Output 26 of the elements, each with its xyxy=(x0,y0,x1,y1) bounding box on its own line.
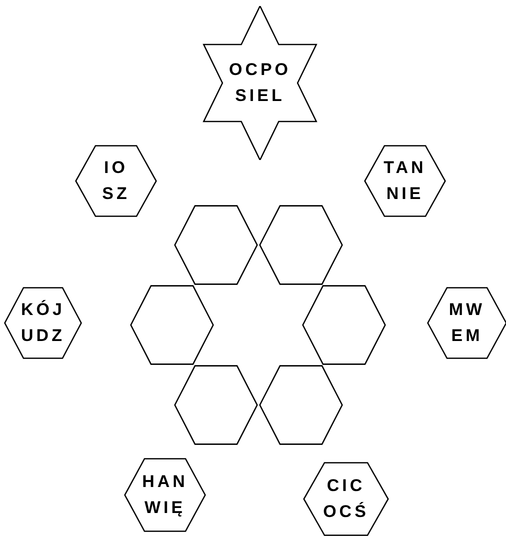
letter-group: CIC xyxy=(326,476,366,496)
letter-group: HAN xyxy=(142,472,188,492)
hexagon-shape xyxy=(4,287,82,359)
hexagon-shape xyxy=(364,145,446,217)
hexagon-shape xyxy=(303,462,389,536)
letter-group: UDZ xyxy=(21,326,65,346)
letter-group: MW xyxy=(448,300,486,320)
letter-group: NIE xyxy=(386,184,424,204)
hexagon-shape xyxy=(130,285,214,365)
letter-group: SIEL xyxy=(235,86,285,106)
hexagon-shape xyxy=(174,205,258,285)
letter-group: IO xyxy=(104,158,128,178)
letter-group: OCŚ xyxy=(323,502,369,522)
hexagon-shape xyxy=(259,205,343,285)
hexagon-shape xyxy=(302,285,386,365)
letter-group: KÓJ xyxy=(21,300,65,320)
hexagon-shape xyxy=(174,365,258,445)
hexagon-shape xyxy=(124,458,206,532)
letter-group: WIĘ xyxy=(144,498,186,518)
hexagon-shape xyxy=(259,365,343,445)
letter-group: EM xyxy=(451,326,483,346)
letter-group: SZ xyxy=(102,184,130,204)
hexagon-shape xyxy=(75,145,157,217)
letter-group: OCPO xyxy=(228,60,292,80)
hexagon-shape xyxy=(427,287,506,359)
letter-group: TAN xyxy=(384,158,426,178)
